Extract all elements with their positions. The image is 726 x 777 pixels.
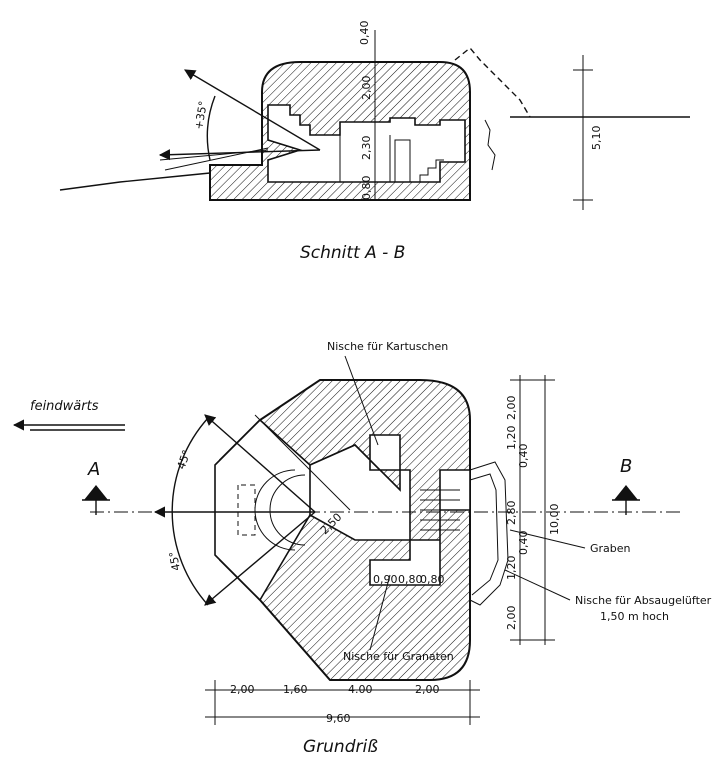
right-dim-1: 2,00 — [505, 396, 518, 421]
earth-cover-dashed — [454, 47, 531, 118]
section-dim-middle: 2,30 — [360, 136, 373, 161]
label-shell-niche: Nische für Granaten — [343, 650, 454, 663]
bottom-dim-1: 2,00 — [230, 683, 255, 696]
right-dim-2: 1,20 — [505, 426, 518, 451]
radius-line — [254, 414, 351, 511]
right-dim-5: 0,40 — [517, 531, 530, 556]
bottom-dim-3: 4.00 — [348, 683, 373, 696]
direction-label: feindwärts — [30, 399, 99, 414]
bottom-dim-2: 1,60 — [283, 683, 308, 696]
label-cartridge-niche: Nische für Kartuschen — [327, 340, 448, 353]
interior-room — [309, 434, 471, 586]
marker-a: A — [82, 459, 110, 515]
trench-inner — [469, 473, 499, 596]
right-dim-total: 10,00 — [548, 504, 561, 536]
gun-arc — [269, 474, 306, 546]
fire-arrow-left — [158, 149, 321, 161]
interior-stairs — [419, 159, 444, 182]
right-dim-6: 1,20 — [505, 556, 518, 581]
label-fan-niche-height: 1,50 m hoch — [600, 610, 669, 623]
bunker-section-interior — [267, 104, 466, 183]
plan-title: Grundriß — [303, 737, 378, 757]
angle-arc — [206, 95, 216, 161]
right-dim-4: 2,80 — [505, 501, 518, 526]
marker-a-label: A — [87, 459, 100, 480]
section-dim-upper: 2,00 — [360, 76, 373, 101]
fire-line-lower — [204, 511, 316, 606]
marker-b-label: B — [620, 456, 632, 477]
label-fan-niche: Nische für Absaugelüfter — [575, 594, 712, 607]
fire-line-upper — [204, 414, 316, 513]
label-trench: Graben — [590, 542, 631, 555]
fire-arrow-up — [184, 69, 321, 151]
bottom-dim-4: 2,00 — [415, 683, 440, 696]
plan-stairs — [420, 489, 460, 531]
trench-outline — [469, 461, 509, 606]
bottom-dim-total: 9,60 — [326, 712, 351, 725]
niche-dim-2: 0,80 — [398, 573, 423, 586]
plan-view: 45° 45° 2,50 0,90 0,80 0,80 A B — [12, 340, 712, 757]
plan-angle-upper: 45° — [175, 448, 194, 471]
niche-dim-1: 0,90 — [373, 573, 398, 586]
section-title: Schnitt A - B — [300, 243, 405, 263]
plan-angle-arc — [171, 417, 209, 606]
section-dim-total: 5,10 — [590, 126, 603, 151]
marker-b: B — [612, 456, 640, 515]
niche-dim-3: 0,80 — [420, 573, 445, 586]
section-dim-top: 0,40 — [358, 21, 371, 46]
plan-angle-lower: 45° — [167, 550, 183, 571]
section-view: +35° 0,40 2,00 2,30 0,80 5,10 Schnitt A … — [59, 21, 690, 263]
ground-line-left — [59, 172, 211, 191]
section-dim-bottom: 0,80 — [360, 176, 373, 201]
interior-door — [394, 139, 411, 183]
right-dim-3: 0,40 — [517, 444, 530, 469]
right-dim-7: 2,00 — [505, 606, 518, 631]
dashed-outline — [237, 484, 256, 536]
section-angle-label: +35° — [192, 100, 210, 131]
trench-steps — [484, 119, 496, 171]
